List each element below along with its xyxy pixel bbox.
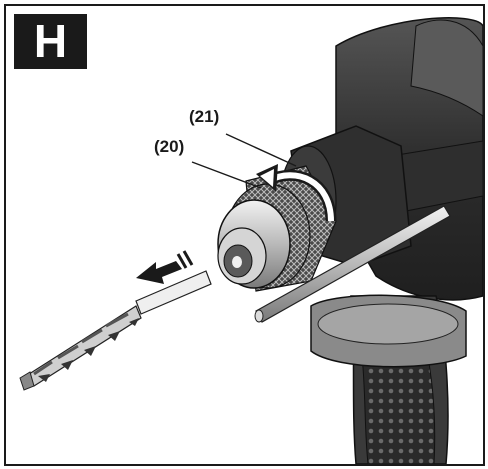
depth-stop-rod	[254, 205, 451, 323]
drill-bit	[19, 270, 212, 391]
chuck-nose	[217, 199, 291, 289]
figure-frame: H	[4, 4, 485, 466]
callout-21: (21)	[189, 107, 220, 126]
drill-handle	[310, 294, 467, 464]
callout-20: (20)	[154, 137, 185, 156]
rotate-arrow-icon	[256, 164, 337, 222]
figure-label: H	[14, 14, 87, 69]
callout-leaders	[191, 133, 297, 189]
direction-arrow-icon	[136, 250, 194, 284]
drill-illustration	[19, 17, 483, 464]
